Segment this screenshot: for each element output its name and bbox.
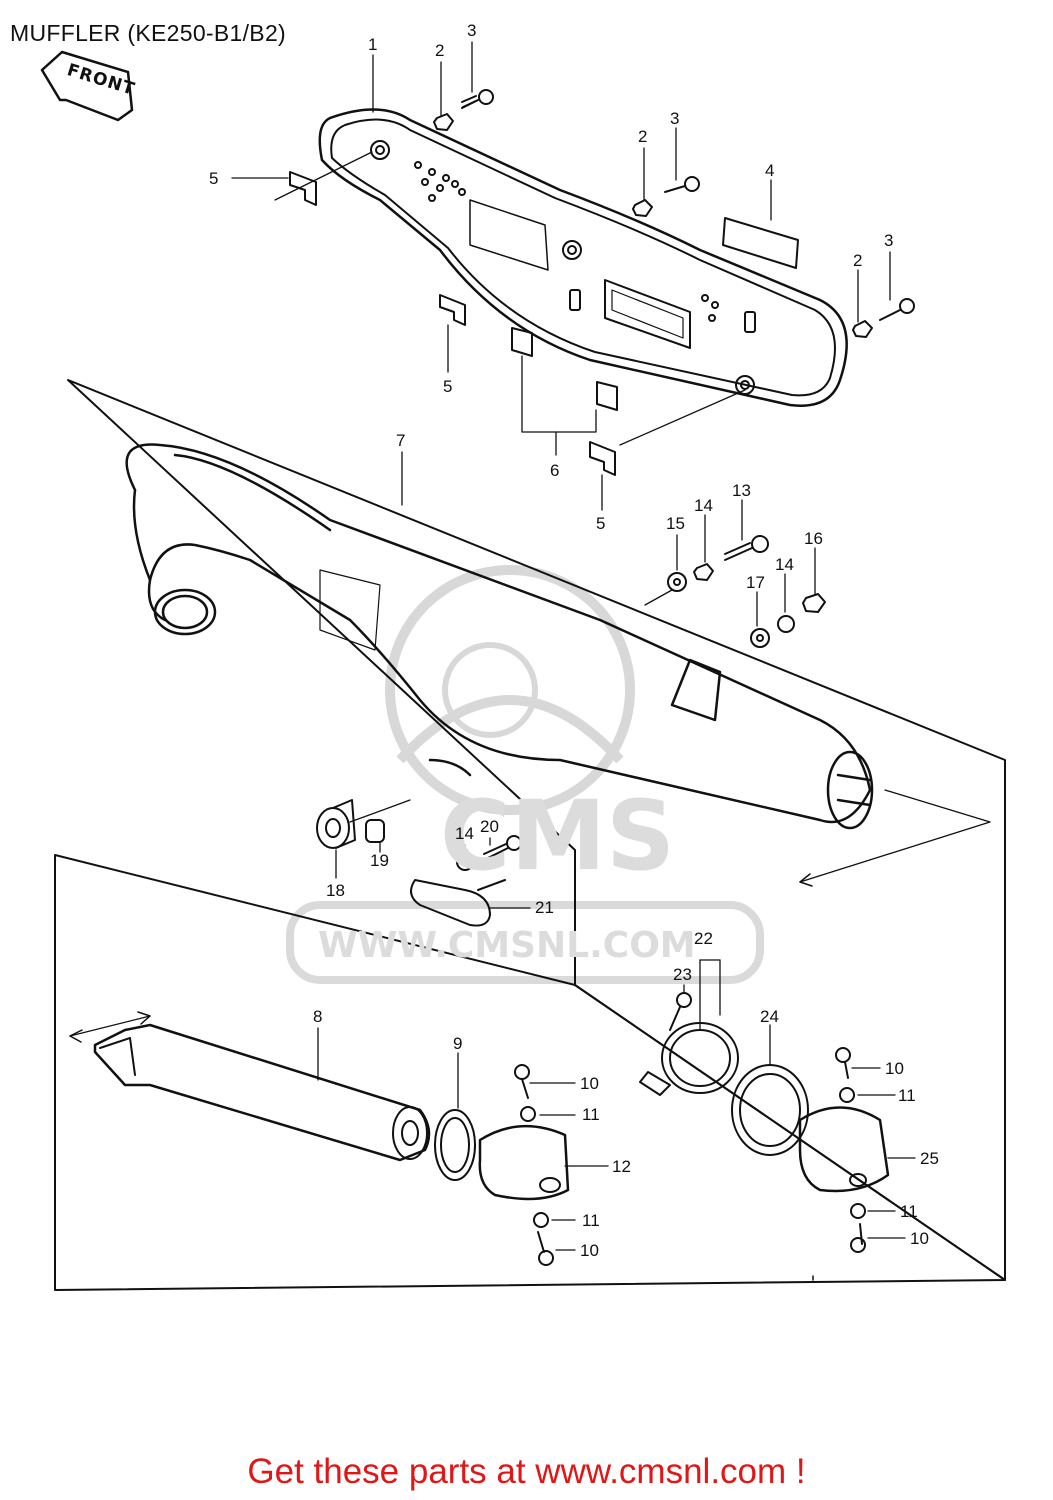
nut-icon — [693, 563, 714, 581]
direction-arrow — [799, 789, 991, 883]
callout-14: 14 — [694, 496, 713, 515]
bracket-21 — [410, 879, 491, 927]
callout-2: 2 — [435, 41, 445, 60]
bolt-icon — [835, 1047, 851, 1079]
callout-3: 3 — [884, 231, 894, 250]
callout-5: 5 — [443, 377, 453, 396]
callout-14: 14 — [775, 555, 794, 574]
bolt-icon — [461, 89, 494, 109]
callout-9: 9 — [453, 1034, 463, 1053]
callout-10: 10 — [580, 1241, 599, 1260]
o-ring-9 — [434, 1109, 476, 1181]
washer-icon — [850, 1203, 866, 1219]
front-arrow — [40, 50, 134, 122]
callout-14: 14 — [455, 824, 474, 843]
bolt-icon — [850, 1223, 866, 1253]
callout-5: 5 — [596, 514, 606, 533]
clip-icon — [596, 381, 618, 411]
callout-11: 11 — [900, 1202, 918, 1221]
callout-11: 11 — [898, 1086, 916, 1105]
callout-7: 7 — [396, 431, 406, 450]
callout-8: 8 — [313, 1007, 323, 1026]
exploded-panel-lower — [54, 854, 1006, 1291]
footer-link[interactable]: Get these parts at www.cmsnl.com ! — [247, 1452, 806, 1491]
bolt-icon — [537, 1231, 554, 1266]
bolt-icon — [724, 535, 769, 561]
clip-icon — [589, 441, 616, 476]
callout-1: 1 — [368, 35, 378, 54]
callout-13: 13 — [732, 481, 751, 500]
end-cap-12 — [478, 1124, 570, 1201]
washer-icon — [520, 1106, 536, 1122]
bolt-icon — [879, 298, 915, 321]
callout-10: 10 — [910, 1229, 929, 1248]
callout-5: 5 — [209, 169, 219, 188]
callout-11: 11 — [582, 1211, 600, 1230]
callout-24: 24 — [760, 1007, 779, 1026]
heat-guard — [318, 108, 848, 407]
collar-icon — [365, 819, 385, 843]
callout-10: 10 — [885, 1059, 904, 1078]
nut-icon — [433, 113, 454, 131]
leader-lines — [231, 41, 891, 511]
nut-icon — [802, 593, 826, 613]
clip-icon — [289, 171, 317, 206]
callout-16: 16 — [804, 529, 823, 548]
clamp-22 — [661, 1022, 739, 1094]
exhaust-pipe-7 — [125, 443, 874, 830]
callout-23: 23 — [673, 965, 692, 984]
watermark-logo-text: CMS — [440, 780, 676, 892]
page-title: MUFFLER (KE250-B1/B2) — [10, 20, 286, 46]
washer-icon — [777, 615, 795, 633]
nut-icon — [632, 199, 653, 217]
clip-icon — [439, 294, 466, 326]
washer-icon — [750, 628, 770, 648]
watermark-url-text: WWW.CMSNL.COM — [318, 925, 696, 966]
callout-15: 15 — [666, 514, 685, 533]
leader-lines — [335, 799, 531, 909]
bolt-icon — [664, 176, 700, 193]
callout-2: 2 — [638, 127, 648, 146]
bolt-icon — [483, 835, 522, 861]
callout-21: 21 — [535, 898, 554, 917]
bolt-icon — [514, 1064, 530, 1099]
callout-22: 22 — [694, 929, 713, 948]
callout-12: 12 — [612, 1157, 631, 1176]
watermark-logo — [385, 565, 635, 815]
clip-icon — [511, 327, 533, 357]
callout-20: 20 — [480, 817, 499, 836]
callout-6: 6 — [550, 461, 560, 480]
callout-19: 19 — [370, 851, 389, 870]
callout-17: 17 — [746, 573, 765, 592]
callout-4: 4 — [765, 161, 775, 180]
nut-icon — [852, 320, 873, 338]
callout-3: 3 — [467, 21, 477, 40]
grommet-icon — [316, 807, 350, 849]
callout-18: 18 — [326, 881, 345, 900]
label-plate-4 — [722, 217, 799, 269]
watermark-band — [286, 901, 764, 984]
callout-10: 10 — [580, 1074, 599, 1093]
callout-25: 25 — [920, 1149, 939, 1168]
callout-3: 3 — [670, 109, 680, 128]
leader-lines — [644, 499, 816, 627]
muffler-tube-8 — [93, 1023, 431, 1162]
end-cap-25 — [798, 1106, 890, 1193]
washer-icon — [667, 572, 687, 592]
washer-icon — [839, 1087, 855, 1103]
direction-arrow — [69, 1015, 151, 1037]
gasket-24 — [731, 1064, 809, 1156]
callout-2: 2 — [853, 251, 863, 270]
washer-icon — [533, 1212, 549, 1228]
leader-lines — [317, 959, 916, 1251]
callout-11: 11 — [582, 1105, 600, 1124]
